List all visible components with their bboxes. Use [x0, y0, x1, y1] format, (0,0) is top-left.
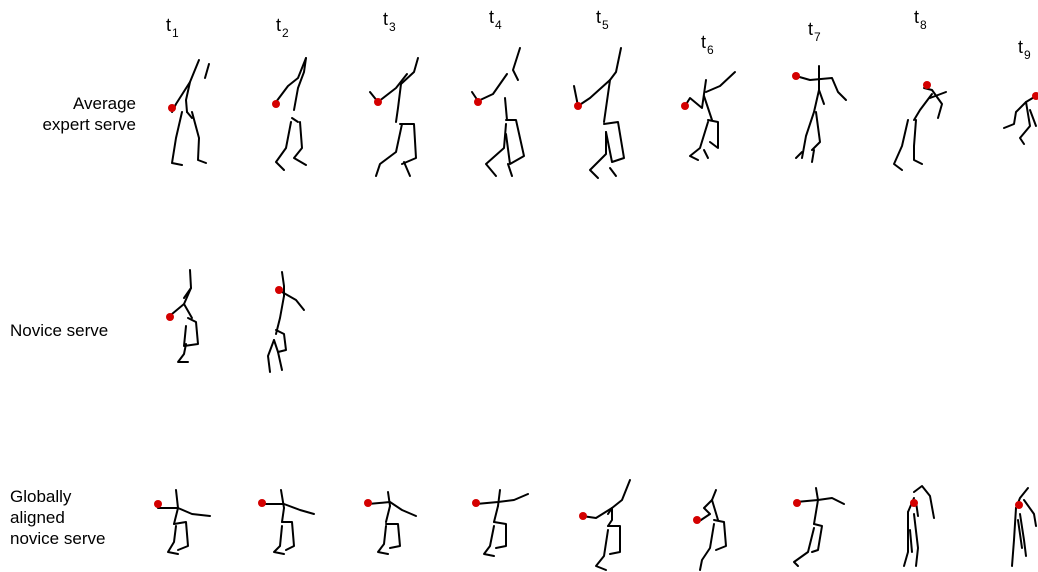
- stick-figure-novice-1: [166, 270, 198, 362]
- hand-marker: [374, 98, 382, 106]
- hand-marker: [154, 500, 162, 508]
- stick-figure-aligned-9: [1012, 488, 1036, 566]
- hand-marker: [923, 81, 931, 89]
- stick-figure-expert-6: [681, 72, 735, 160]
- stick-figure-aligned-1: [154, 490, 210, 554]
- stick-figure-aligned-2: [258, 490, 314, 554]
- hand-marker: [574, 102, 582, 110]
- hand-marker: [258, 499, 266, 507]
- hand-marker: [693, 516, 701, 524]
- hand-marker: [168, 104, 176, 112]
- stick-figure-expert-1: [168, 60, 209, 165]
- stick-figure-expert-3: [370, 58, 418, 176]
- stick-figure-aligned-5: [579, 480, 630, 570]
- hand-marker: [792, 72, 800, 80]
- stick-figure-aligned-6: [693, 490, 726, 570]
- stick-figure-aligned-3: [364, 492, 416, 554]
- stick-figure-expert-9: [1004, 92, 1038, 144]
- hand-marker: [472, 499, 480, 507]
- stick-figure-aligned-4: [472, 490, 528, 556]
- stick-figure-expert-7: [792, 66, 846, 162]
- stick-figure-expert-4: [472, 48, 524, 176]
- stick-figure-aligned-7: [793, 488, 844, 566]
- hand-marker: [1015, 501, 1023, 509]
- hand-marker: [793, 499, 801, 507]
- hand-marker: [579, 512, 587, 520]
- hand-marker: [681, 102, 689, 110]
- stick-figure-expert-2: [272, 58, 306, 170]
- stick-figure-novice-2: [268, 272, 304, 372]
- hand-marker: [364, 499, 372, 507]
- stick-figure-expert-5: [574, 48, 624, 178]
- hand-marker: [474, 98, 482, 106]
- hand-marker: [275, 286, 283, 294]
- stick-figure-aligned-8: [904, 486, 934, 566]
- hand-marker: [910, 499, 918, 507]
- hand-marker: [166, 313, 174, 321]
- stick-figure-expert-8: [894, 81, 946, 170]
- hand-marker: [272, 100, 280, 108]
